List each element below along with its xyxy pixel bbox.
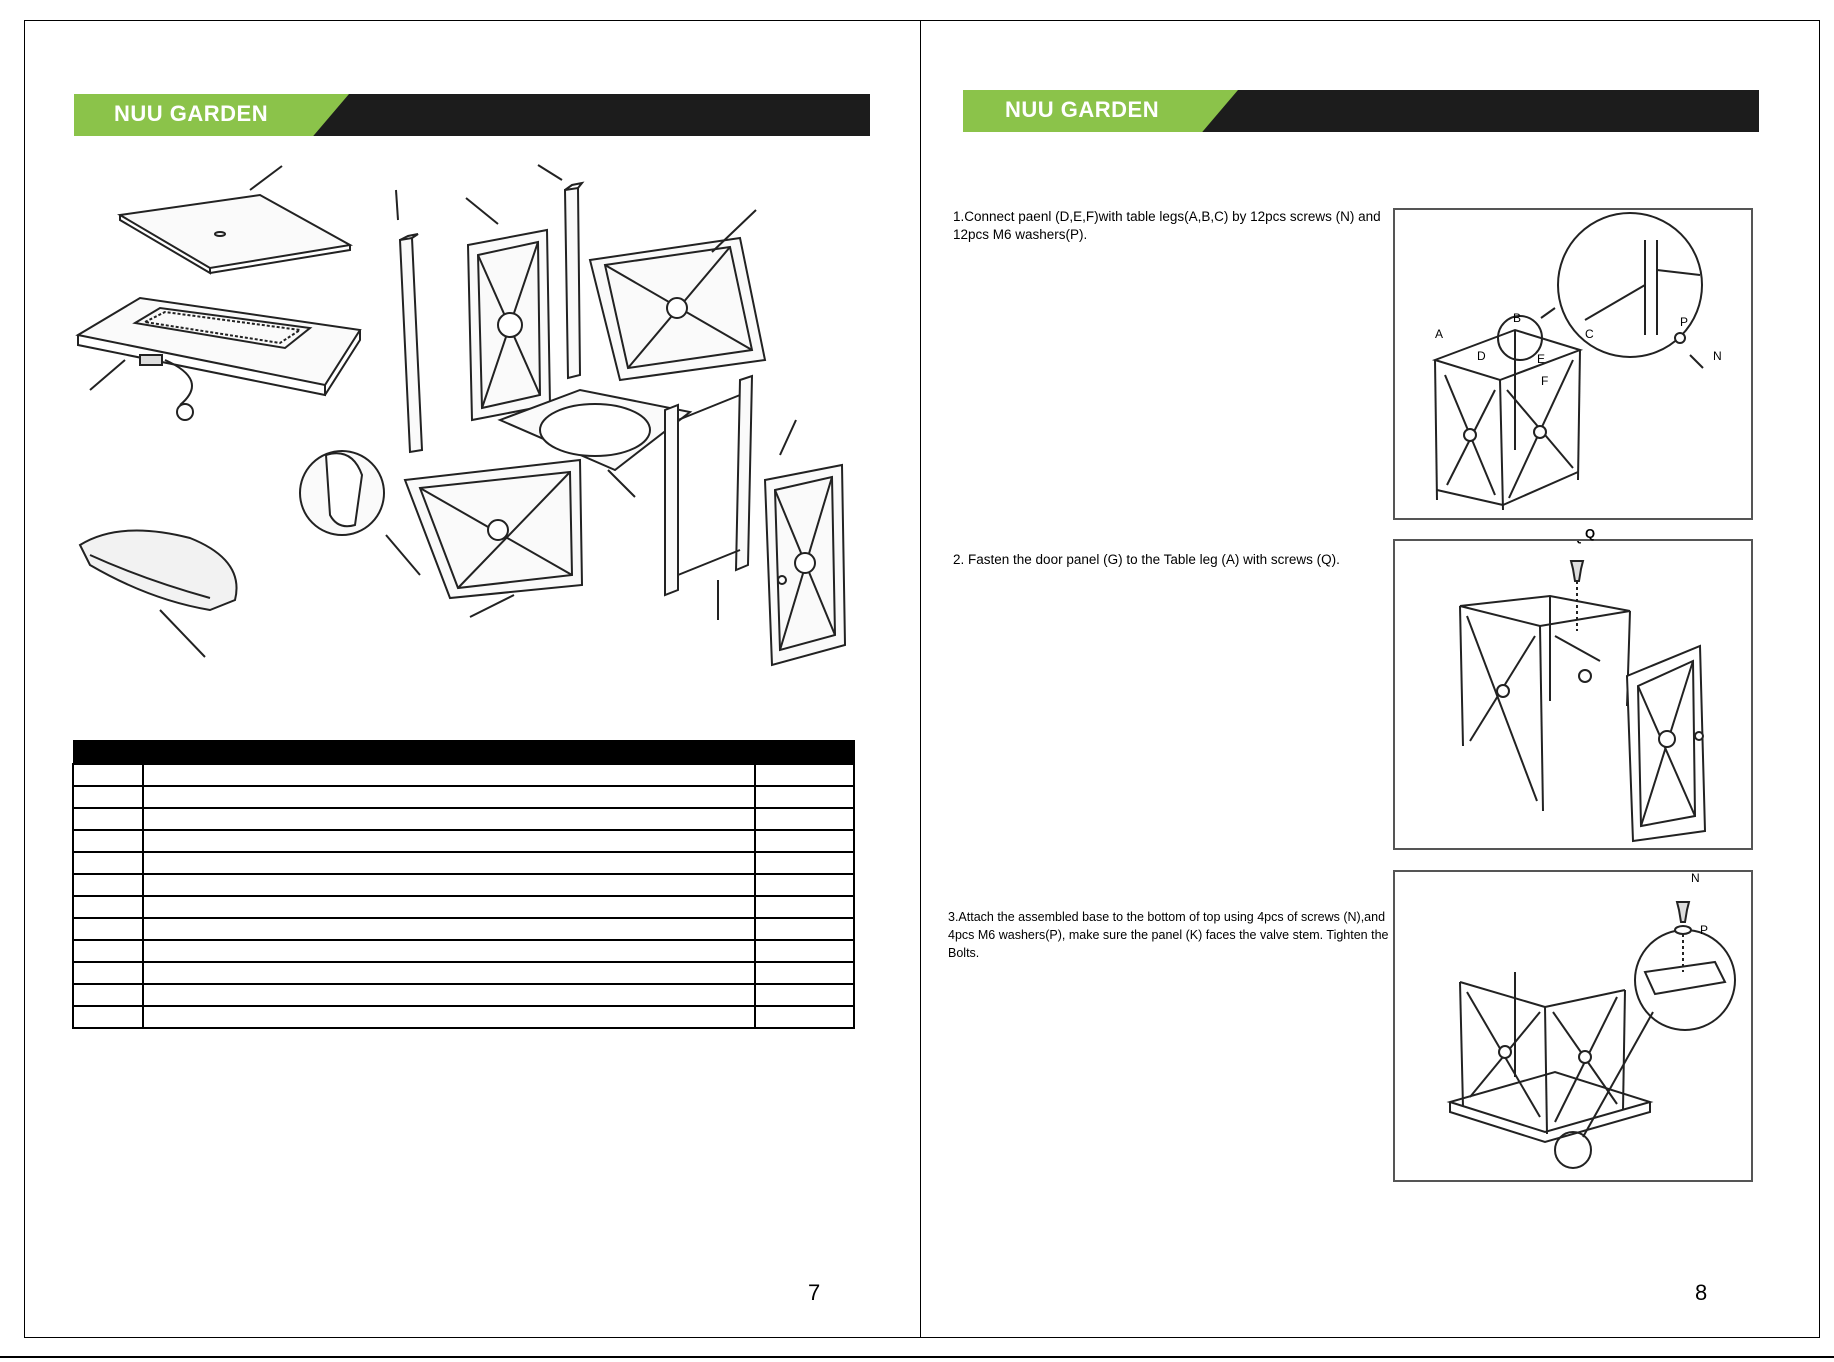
step-2-figure: Q bbox=[1393, 530, 1753, 850]
page-number-left: 7 bbox=[808, 1280, 821, 1305]
right-header-banner: NUU GARDEN bbox=[963, 90, 1759, 132]
right-brand-logo: NUU GARDEN bbox=[1005, 97, 1160, 122]
table-row bbox=[72, 983, 855, 1007]
table-header-row bbox=[72, 740, 855, 765]
label-P: P bbox=[1680, 315, 1688, 329]
step-3-instructions: 3.Attach the assembled base to the botto… bbox=[948, 910, 1389, 960]
label-P: P bbox=[1700, 923, 1708, 937]
table-row bbox=[72, 895, 855, 919]
table-row bbox=[72, 807, 855, 831]
table-row bbox=[72, 851, 855, 875]
document-spread bbox=[24, 20, 1820, 1338]
step-1-figure: A B C D E F P N bbox=[1393, 208, 1753, 520]
exploded-parts-diagram bbox=[60, 150, 890, 670]
label-A: A bbox=[1435, 327, 1443, 341]
label-F: F bbox=[1541, 374, 1548, 388]
label-Q: Q bbox=[1573, 541, 1582, 544]
table-row bbox=[72, 961, 855, 985]
left-brand-logo: NUU GARDEN bbox=[114, 101, 269, 126]
step-1-instructions: 1.Connect paenl (D,E,F)with table legs(A… bbox=[953, 209, 1381, 242]
table-row bbox=[72, 1005, 855, 1029]
step-3-figure: N P bbox=[1393, 870, 1753, 1182]
table-row bbox=[72, 829, 855, 853]
table-row bbox=[72, 873, 855, 897]
page-number-right: 8 bbox=[1695, 1280, 1708, 1305]
label-C: C bbox=[1585, 327, 1594, 341]
step-2-instructions: 2. Fasten the door panel (G) to the Tabl… bbox=[953, 552, 1340, 567]
label-B: B bbox=[1513, 311, 1521, 325]
label-E: E bbox=[1537, 352, 1545, 366]
page-divider bbox=[920, 20, 921, 1338]
bottom-rule bbox=[0, 1356, 1834, 1358]
label-Q-top: Q bbox=[1585, 526, 1596, 541]
column-header bbox=[142, 740, 756, 765]
table-row bbox=[72, 917, 855, 941]
column-header bbox=[754, 740, 855, 765]
table-row bbox=[72, 785, 855, 809]
label-D: D bbox=[1477, 349, 1486, 363]
label-N: N bbox=[1713, 349, 1722, 363]
column-header bbox=[72, 740, 144, 765]
label-N: N bbox=[1691, 872, 1700, 885]
parts-list-table bbox=[72, 740, 855, 1029]
table-row bbox=[72, 939, 855, 963]
table-row bbox=[72, 763, 855, 787]
left-header-banner: NUU GARDEN bbox=[74, 94, 870, 136]
